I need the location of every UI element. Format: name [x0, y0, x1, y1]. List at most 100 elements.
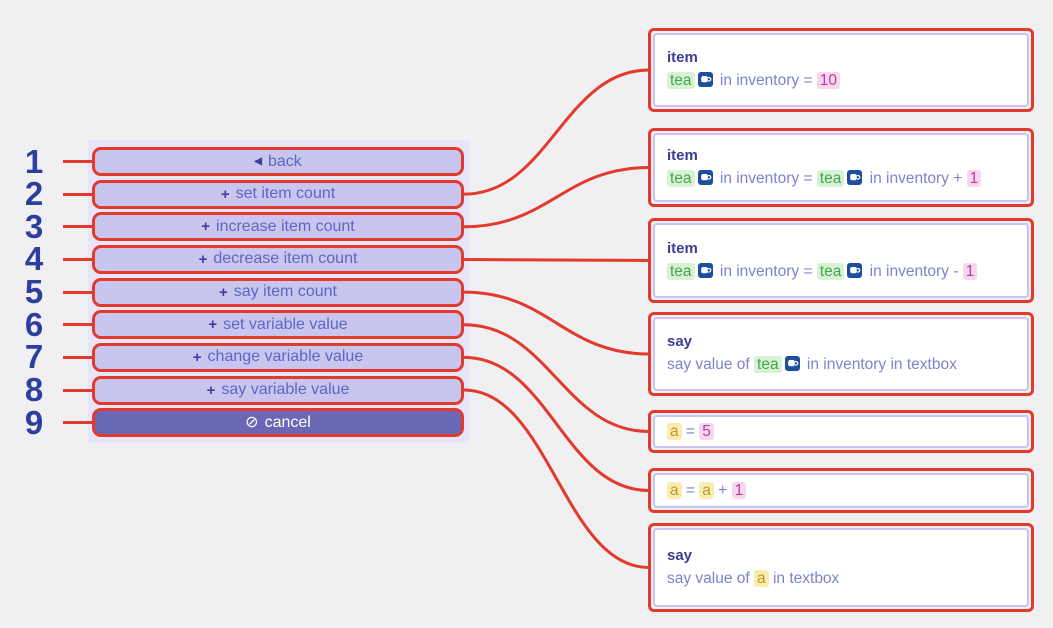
menu-item-say-variable-value[interactable]: + say variable value: [92, 375, 464, 405]
cancel-icon: ⊘: [245, 413, 259, 431]
value-chip-pink: 5: [699, 423, 714, 440]
callout-dash: [63, 192, 92, 196]
value-chip-green: tea: [816, 169, 845, 187]
card-text: in inventory =: [715, 262, 817, 280]
callout-dash: [63, 257, 92, 261]
preview-card-inner: item tea in inventory = 10: [653, 33, 1029, 107]
plus-icon: +: [208, 316, 218, 334]
callout-dash: [63, 225, 92, 229]
card-text: =: [681, 423, 700, 440]
preview-card-inner: item tea in inventory = tea in inventory …: [653, 223, 1029, 298]
card-body: say value of tea in inventory in textbox: [667, 354, 1015, 375]
value-chip-green: tea: [754, 356, 782, 373]
card-title: say: [667, 333, 693, 350]
step-number-8: 8: [24, 371, 44, 409]
card-text: +: [713, 482, 732, 499]
value-chip-green: tea: [667, 72, 695, 89]
menu-item-back[interactable]: ◀ back: [92, 147, 464, 176]
menu-item-label: cancel: [264, 413, 311, 431]
card-title: item: [667, 146, 698, 164]
value-chip-pink: 10: [816, 72, 841, 89]
card-text: in inventory in textbox: [802, 356, 957, 373]
callout-dash: [63, 388, 92, 392]
preview-card-inner: say say value of a in textbox: [653, 528, 1029, 607]
menu-item-label: change variable value: [207, 348, 364, 366]
menu-item-label: back: [267, 152, 302, 170]
card-title: say: [667, 546, 693, 564]
menu-item-increase-item-count[interactable]: + increase item count: [92, 212, 464, 242]
value-chip-green: tea: [816, 262, 845, 280]
step-number-6: 6: [24, 305, 44, 343]
step-number-7: 7: [24, 338, 44, 376]
card-body: say value of a in textbox: [667, 568, 1015, 589]
connection-line-7-to-6: [463, 355, 650, 492]
value-chip-green: tea: [667, 169, 695, 187]
value-chip-yellow: a: [667, 423, 682, 440]
card-text: in inventory -: [865, 262, 963, 280]
menu-item-cancel[interactable]: ⊘ cancel: [92, 408, 464, 438]
callout-dash: [63, 421, 92, 425]
card-text: =: [681, 482, 700, 499]
menu-item-change-variable-value[interactable]: +change variable value: [92, 342, 464, 372]
callout-dash: [63, 355, 92, 359]
connection-line-4-to-3: [463, 257, 650, 262]
tea-item-icon: [847, 169, 863, 185]
menu-item-decrease-item-count[interactable]: +decrease item count: [92, 244, 464, 274]
plus-icon: +: [201, 218, 211, 236]
value-chip-yellow: a: [667, 482, 682, 499]
value-chip-pink: 1: [731, 482, 747, 499]
card-title: item: [667, 49, 698, 66]
menu-item-label: increase item count: [216, 217, 355, 235]
plus-icon: +: [220, 185, 230, 203]
step-number-4: 4: [24, 240, 44, 278]
callout-dash: [63, 323, 92, 327]
card-text: say value of: [667, 356, 755, 373]
card-text: in inventory =: [715, 72, 817, 89]
tea-item-icon: [697, 262, 713, 278]
preview-card-2: item tea in inventory = tea in inventory …: [648, 128, 1034, 207]
card-body: tea in inventory = tea in inventory - 1: [667, 261, 1015, 282]
step-number-1: 1: [24, 142, 44, 180]
card-text: in inventory =: [715, 169, 817, 187]
preview-card-inner: item tea in inventory = tea in inventory …: [653, 133, 1029, 202]
preview-card-6: a = a + 1: [648, 468, 1034, 513]
menu-item-say-item-count[interactable]: + say item count: [92, 277, 464, 307]
menu-item-set-variable-value[interactable]: + set variable value: [92, 310, 464, 340]
menu-item-label: say variable value: [221, 381, 350, 399]
menu-item-label: say item count: [233, 283, 337, 301]
callout-dash: [63, 160, 92, 163]
menu-item-label: set variable value: [223, 315, 348, 333]
plus-icon: +: [219, 283, 228, 301]
tea-item-icon: [847, 262, 863, 278]
tea-item-icon: [784, 356, 800, 371]
card-text: say value of: [667, 569, 755, 587]
connection-line-6-to-5: [463, 323, 650, 433]
value-chip-pink: 1: [962, 262, 978, 280]
tea-item-icon: [697, 169, 713, 185]
plus-icon: +: [206, 381, 216, 399]
card-text: in textbox: [768, 569, 840, 587]
card-text: in inventory +: [865, 169, 967, 187]
step-number-9: 9: [24, 403, 44, 441]
preview-card-5: a = 5: [648, 410, 1034, 453]
card-title: item: [667, 239, 698, 257]
preview-card-inner: a = a + 1: [653, 473, 1029, 508]
card-body: tea in inventory = tea in inventory + 1: [667, 168, 1015, 189]
step-number-3: 3: [24, 207, 44, 245]
card-body: a = a + 1: [667, 480, 1015, 501]
tea-item-icon: [697, 72, 713, 87]
back-arrow-icon: ◀: [254, 155, 262, 167]
step-number-5: 5: [24, 273, 44, 311]
card-body: a = 5: [667, 421, 1015, 442]
step-number-2: 2: [24, 175, 44, 213]
connection-line-5-to-4: [463, 290, 650, 356]
card-body: tea in inventory = 10: [667, 70, 1015, 91]
preview-card-7: say say value of a in textbox: [648, 523, 1034, 612]
connection-line-2-to-1: [463, 68, 650, 196]
callout-dash: [63, 290, 92, 294]
menu-item-label: set item count: [235, 185, 336, 203]
menu-item-label: decrease item count: [213, 250, 358, 268]
menu-item-set-item-count[interactable]: + set item count: [92, 179, 464, 209]
connection-line-3-to-2: [463, 166, 650, 229]
